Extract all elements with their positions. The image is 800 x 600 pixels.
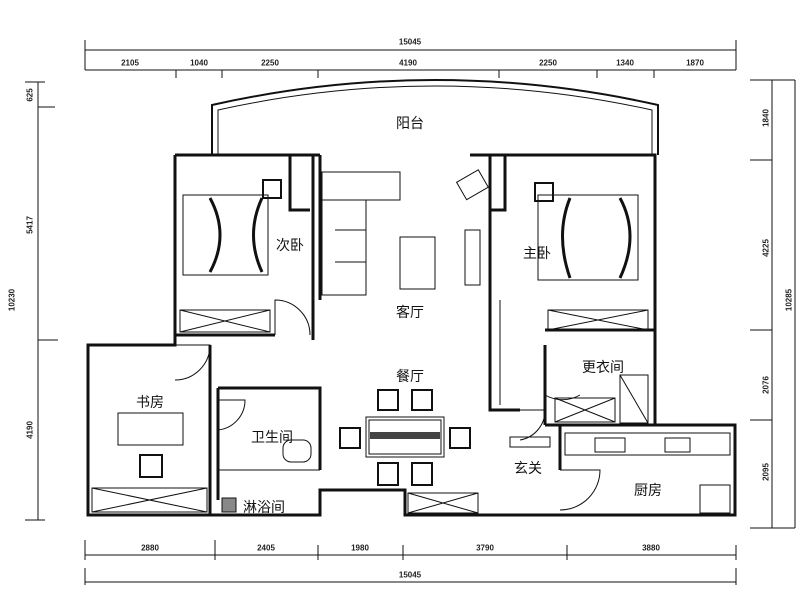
dim-left: 5417 [25,216,35,234]
wardrobe-master [547,309,649,331]
dim-top: 1040 [190,58,208,68]
dressing-cabinet [619,374,649,424]
dim-top: 2250 [539,58,557,68]
room-label-foyer: 玄关 [514,461,542,477]
dim-top: 2250 [261,58,279,68]
room-label-second-bedroom: 次卧 [276,238,304,254]
wardrobe-second [179,309,271,333]
room-label-master-bedroom: 主卧 [523,246,551,262]
kitchen-counter [564,432,731,456]
bed-second [182,194,269,276]
dim-top: 1340 [616,58,634,68]
sideboard [407,492,479,514]
dim-top: 1870 [686,58,704,68]
dim-bottom: 2880 [141,543,159,553]
dim-bottom: 3790 [476,543,494,553]
room-label-kitchen: 厨房 [634,483,662,499]
dining-table [365,416,445,458]
dim-right: 2076 [761,376,771,394]
doors [174,299,601,511]
room-label-study: 书房 [136,395,164,411]
dim-top-total: 15045 [398,37,422,47]
bed-master [537,194,639,281]
dim-left-total: 10230 [7,288,17,312]
desk [117,412,184,446]
dim-left: 4190 [25,421,35,439]
furniture [91,169,731,514]
dim-top: 2105 [121,58,139,68]
room-label-dining-room: 餐厅 [396,369,424,385]
tv-cabinet [464,229,481,286]
dim-right: 4225 [761,239,771,257]
walls [86,153,737,517]
room-label-bathroom: 卫生间 [251,430,293,446]
study-cabinet [91,487,208,513]
room-label-balcony: 阳台 [396,116,424,132]
coffee-table [399,236,436,290]
room-label-living-room: 客厅 [396,305,424,321]
toilet [282,439,312,463]
dim-top: 4190 [399,58,417,68]
dining-chairs [139,179,554,486]
dim-right-total: 10285 [784,288,794,312]
dimension-lines [25,40,796,585]
sofa [321,171,401,201]
room-label-shower-room: 淋浴间 [243,500,285,516]
dim-right: 1840 [761,109,771,127]
shoe-cabinet [509,436,551,448]
dim-bottom: 1980 [351,543,369,553]
shower [221,497,237,513]
armchair [455,169,489,201]
dim-bottom: 2405 [257,543,275,553]
dim-bottom-total: 15045 [398,570,422,580]
room-label-dressing-room: 更衣间 [582,360,624,376]
dim-right: 2095 [761,463,771,481]
dim-bottom: 3880 [642,543,660,553]
balcony-walls [211,79,659,155]
dim-left: 625 [25,88,35,102]
